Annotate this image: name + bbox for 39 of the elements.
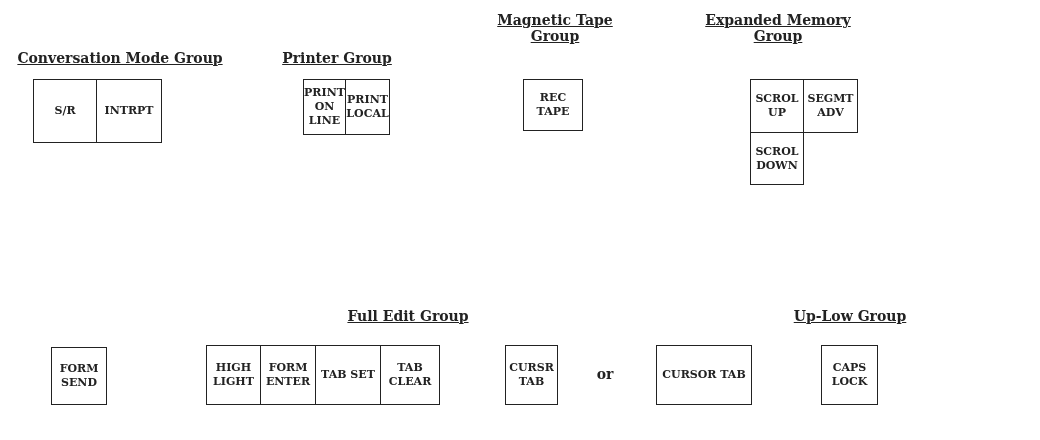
group-heading: Printer Group xyxy=(281,50,393,66)
key xyxy=(656,345,752,405)
key-label: CURSR TAB xyxy=(508,361,555,389)
key xyxy=(803,79,858,133)
key-label: INTRPT xyxy=(103,104,155,118)
group-heading: Full Edit Group xyxy=(346,308,470,324)
key-label: CAPS LOCK xyxy=(830,361,869,389)
group-heading: Expanded Memory Group xyxy=(704,12,852,44)
key-label: FORM ENTER xyxy=(264,361,312,389)
key xyxy=(260,345,316,405)
key-label: SEGMT ADV xyxy=(806,92,855,120)
key-label: CURSOR TAB xyxy=(661,368,747,382)
group-heading: Conversation Mode Group xyxy=(16,50,224,66)
key-label: HIGH LIGHT xyxy=(212,361,255,389)
key xyxy=(206,345,261,405)
key-label: FORM SEND xyxy=(58,362,100,390)
key-label: TAB SET xyxy=(320,368,376,382)
key xyxy=(33,79,97,143)
key-label: S/R xyxy=(53,104,77,118)
key xyxy=(505,345,558,405)
key xyxy=(96,79,162,143)
key xyxy=(345,79,390,135)
group-heading: Magnetic Tape Group xyxy=(496,12,614,44)
key-label: REC TAPE xyxy=(535,91,571,119)
key-label: PRINT LOCAL xyxy=(345,93,390,121)
key-label: SCROL DOWN xyxy=(754,144,800,173)
key-label: PRINT ON LINE xyxy=(303,86,346,128)
group-heading: Up-Low Group xyxy=(792,308,908,324)
key-label: SCROL UP xyxy=(754,92,800,120)
key xyxy=(523,79,583,131)
key xyxy=(380,345,440,405)
key xyxy=(821,345,878,405)
key xyxy=(750,79,804,133)
key-label: TAB CLEAR xyxy=(387,361,433,389)
key xyxy=(51,347,107,405)
key xyxy=(315,345,381,405)
connector-word: or xyxy=(595,366,615,382)
key xyxy=(750,132,804,185)
key xyxy=(303,79,346,135)
